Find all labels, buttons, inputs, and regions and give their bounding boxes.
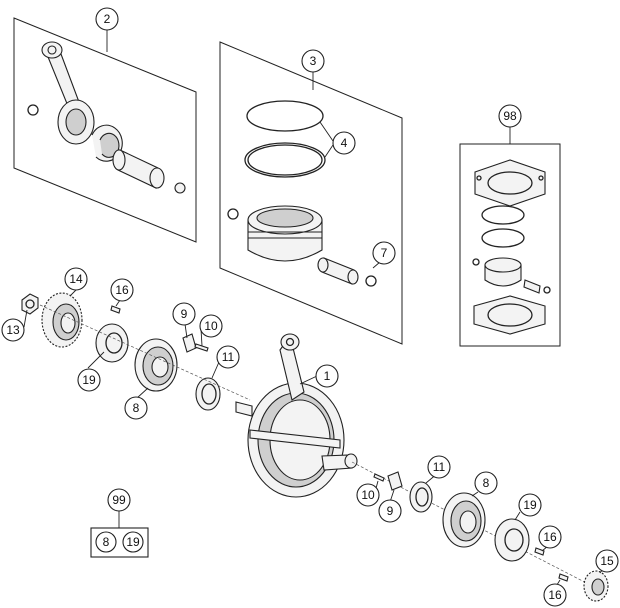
svg-text:2: 2 bbox=[104, 12, 111, 26]
conrod-washer-left bbox=[27, 104, 39, 116]
kit-piston-pin-part bbox=[523, 279, 541, 294]
callout-16-right-1: 16 bbox=[538, 525, 562, 549]
svg-text:16: 16 bbox=[543, 530, 557, 544]
callout-13: 13 bbox=[1, 318, 25, 342]
locking-screw-left-part bbox=[182, 333, 209, 353]
callout-19-right: 19 bbox=[518, 493, 542, 517]
svg-text:16: 16 bbox=[548, 588, 562, 602]
conrod-washer-right bbox=[174, 182, 186, 194]
piston-ring-bottom bbox=[244, 142, 326, 178]
svg-text:9: 9 bbox=[181, 307, 188, 321]
svg-text:19: 19 bbox=[126, 535, 140, 549]
locking-screw-right-part bbox=[373, 471, 403, 491]
timing-gear-part bbox=[583, 570, 609, 602]
svg-text:99: 99 bbox=[112, 493, 126, 507]
kit-99-group: 99 8 19 bbox=[90, 488, 149, 558]
callout-10-left: 10 bbox=[199, 314, 223, 338]
callout-98: 98 bbox=[498, 104, 522, 128]
kit-ring-bottom bbox=[481, 228, 525, 248]
svg-text:98: 98 bbox=[503, 109, 517, 123]
kit-99-item-8: 8 bbox=[95, 531, 117, 553]
main-bearing-right-part bbox=[442, 492, 486, 548]
svg-text:8: 8 bbox=[133, 401, 140, 415]
nut-part bbox=[21, 293, 39, 315]
callout-8-left: 8 bbox=[124, 396, 148, 420]
svg-text:11: 11 bbox=[433, 460, 446, 474]
right-crank-parts bbox=[351, 461, 609, 602]
svg-text:7: 7 bbox=[381, 246, 388, 260]
svg-text:8: 8 bbox=[103, 535, 110, 549]
kit-ring-top bbox=[481, 205, 525, 225]
key-part-right-2 bbox=[558, 573, 569, 582]
svg-text:10: 10 bbox=[361, 488, 375, 502]
svg-text:3: 3 bbox=[310, 54, 317, 68]
callout-11-left: 11 bbox=[216, 345, 240, 369]
callout-16-left: 16 bbox=[110, 278, 134, 302]
callout-9-left: 9 bbox=[172, 302, 196, 326]
key-part-left bbox=[110, 305, 121, 314]
svg-text:8: 8 bbox=[483, 476, 490, 490]
svg-text:14: 14 bbox=[69, 272, 83, 286]
callout-2: 2 bbox=[95, 7, 119, 31]
callout-1: 1 bbox=[315, 364, 339, 388]
callout-8-right: 8 bbox=[474, 471, 498, 495]
svg-text:19: 19 bbox=[82, 373, 96, 387]
base-gasket-part bbox=[473, 295, 546, 335]
piston-kit-panel bbox=[219, 41, 403, 345]
svg-text:10: 10 bbox=[204, 319, 218, 333]
main-bearing-left-part bbox=[134, 338, 178, 392]
kit-piston-part bbox=[484, 257, 522, 287]
callout-16-right-2: 16 bbox=[543, 583, 567, 607]
callout-99: 99 bbox=[107, 488, 131, 512]
gasket-kit-panel bbox=[459, 126, 561, 347]
conrod-kit-panel bbox=[13, 17, 197, 243]
svg-text:11: 11 bbox=[222, 350, 235, 364]
callout-11-right: 11 bbox=[427, 455, 451, 479]
svg-text:4: 4 bbox=[341, 136, 348, 150]
drive-gear-part bbox=[41, 292, 83, 348]
key-part-right-1 bbox=[534, 547, 545, 556]
connecting-rod-part bbox=[41, 41, 95, 145]
piston-part bbox=[247, 205, 323, 262]
svg-text:16: 16 bbox=[115, 283, 129, 297]
big-end-bearing-part bbox=[91, 124, 123, 162]
callout-3: 3 bbox=[301, 49, 325, 73]
svg-text:13: 13 bbox=[6, 323, 20, 337]
callout-7: 7 bbox=[372, 241, 396, 265]
piston-pin-part bbox=[317, 257, 359, 285]
oil-seal-right-part bbox=[409, 481, 433, 513]
shim-right-part bbox=[494, 518, 530, 562]
piston-ring-top bbox=[246, 100, 324, 132]
left-crank-parts bbox=[21, 292, 251, 411]
callout-14: 14 bbox=[64, 267, 88, 291]
svg-text:15: 15 bbox=[600, 554, 614, 568]
crankshaft-assembly-part bbox=[235, 333, 358, 498]
kit-99-item-19: 19 bbox=[122, 531, 144, 553]
piston-circlip-right bbox=[365, 275, 377, 287]
callout-4: 4 bbox=[332, 131, 356, 155]
piston-circlip-left bbox=[227, 208, 239, 220]
svg-text:19: 19 bbox=[523, 498, 537, 512]
svg-text:1: 1 bbox=[324, 369, 331, 383]
callout-15: 15 bbox=[595, 549, 619, 573]
callout-9-right: 9 bbox=[378, 499, 402, 523]
crank-pin-part bbox=[112, 149, 165, 189]
head-gasket-part bbox=[474, 159, 546, 207]
svg-text:9: 9 bbox=[387, 504, 394, 518]
callout-19-left: 19 bbox=[77, 368, 101, 392]
callout-10-right: 10 bbox=[356, 483, 380, 507]
